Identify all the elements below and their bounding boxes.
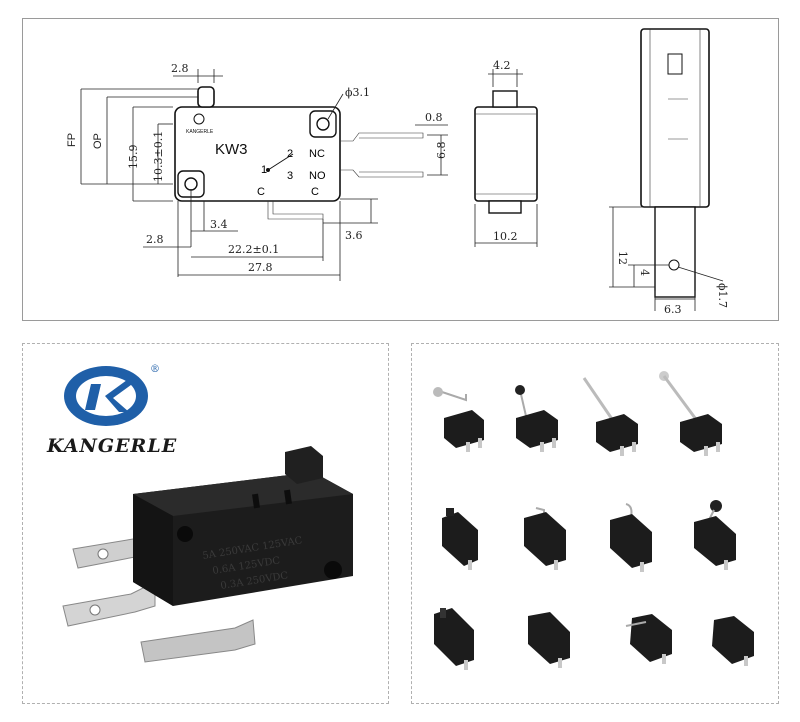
front-view: KANGERLE KW3 1 2 3 NC NO C C 2.8 ϕ3.1 0.… <box>66 62 448 281</box>
variant-long-roller-lever <box>659 371 722 456</box>
mount-hole-top <box>316 117 330 131</box>
kangerle-logo-icon <box>64 366 148 426</box>
variant-pin-plunger <box>434 608 474 670</box>
registered-mark: ® <box>150 364 160 375</box>
variant-roller-lever <box>515 385 558 452</box>
pin-no-label: NO <box>309 170 326 182</box>
logo-text: KANGERLE <box>46 435 177 457</box>
variants-panel <box>411 343 779 704</box>
variant-long-lever <box>582 377 638 456</box>
switch-body-outline <box>174 106 341 202</box>
dim-12: 12 <box>616 251 629 265</box>
pin-3-label: 3 <box>287 170 293 182</box>
drawing-panel: KANGERLE KW3 1 2 3 NC NO C C 2.8 ϕ3.1 0.… <box>22 18 779 321</box>
dim-0-8: 0.8 <box>425 111 443 124</box>
dim-6-8: 6.8 <box>435 142 448 160</box>
dim-phi-3-1: ϕ3.1 <box>345 86 370 99</box>
dim-op: OP <box>92 133 104 149</box>
pin-1-label: 1 <box>261 164 267 176</box>
end-view: 12 4 ϕ1.7 6.3 <box>609 28 729 316</box>
variant-short-leaf-lever <box>712 616 754 666</box>
pin-c-label: C <box>257 186 265 198</box>
dim-3-4: 3.4 <box>210 218 228 231</box>
variant-plunger <box>442 508 478 570</box>
brand-small: KANGERLE <box>186 129 214 135</box>
dim-10-2: 10.2 <box>493 230 518 243</box>
dim-27-8: 27.8 <box>248 261 273 274</box>
dim-6-3: 6.3 <box>664 303 682 316</box>
variants-grid <box>433 371 754 670</box>
variant-short-roller-lever <box>433 387 484 452</box>
pin-2-label: 2 <box>287 148 293 160</box>
product-illustration: ® KANGERLE 5A 250VAC 125VAC 0.6A 125VDC … <box>46 364 353 663</box>
dim-2-8-top: 2.8 <box>171 62 189 75</box>
dim-3-6: 3.6 <box>345 229 363 242</box>
dim-15-9: 15.9 <box>127 145 140 170</box>
dim-fp: FP <box>66 133 78 147</box>
variant-short-lever <box>524 507 566 570</box>
variant-leaf-lever <box>625 614 672 664</box>
technical-drawing: KANGERLE KW3 1 2 3 NC NO C C 2.8 ϕ3.1 0.… <box>66 28 729 316</box>
actuator-outline <box>197 86 215 108</box>
dim-22-2: 22.2±0.1 <box>228 243 279 256</box>
pin-nc-label: NC <box>309 148 325 160</box>
mount-hole-bottom <box>184 177 198 191</box>
variant-simulated-roller <box>610 503 652 572</box>
dim-4: 4 <box>638 269 651 276</box>
small-logo-icon <box>193 113 205 125</box>
switch-body: 5A 250VAC 125VAC 0.6A 125VDC 0.3A 250VDC <box>133 446 353 606</box>
variant-roller-lever-2 <box>694 500 736 570</box>
dim-10-3: 10.3±0.1 <box>152 131 165 182</box>
dim-4-2: 4.2 <box>493 59 511 72</box>
product-panel: ® KANGERLE 5A 250VAC 125VAC 0.6A 125VDC … <box>22 343 389 704</box>
dim-phi-1-7: ϕ1.7 <box>716 283 729 308</box>
side-view: 4.2 10.2 <box>474 59 538 247</box>
variant-short-plunger <box>528 612 570 668</box>
model-label: KW3 <box>215 141 248 158</box>
dim-2-8-bottom: 2.8 <box>146 233 164 246</box>
pin-c2-label: C <box>311 186 319 198</box>
